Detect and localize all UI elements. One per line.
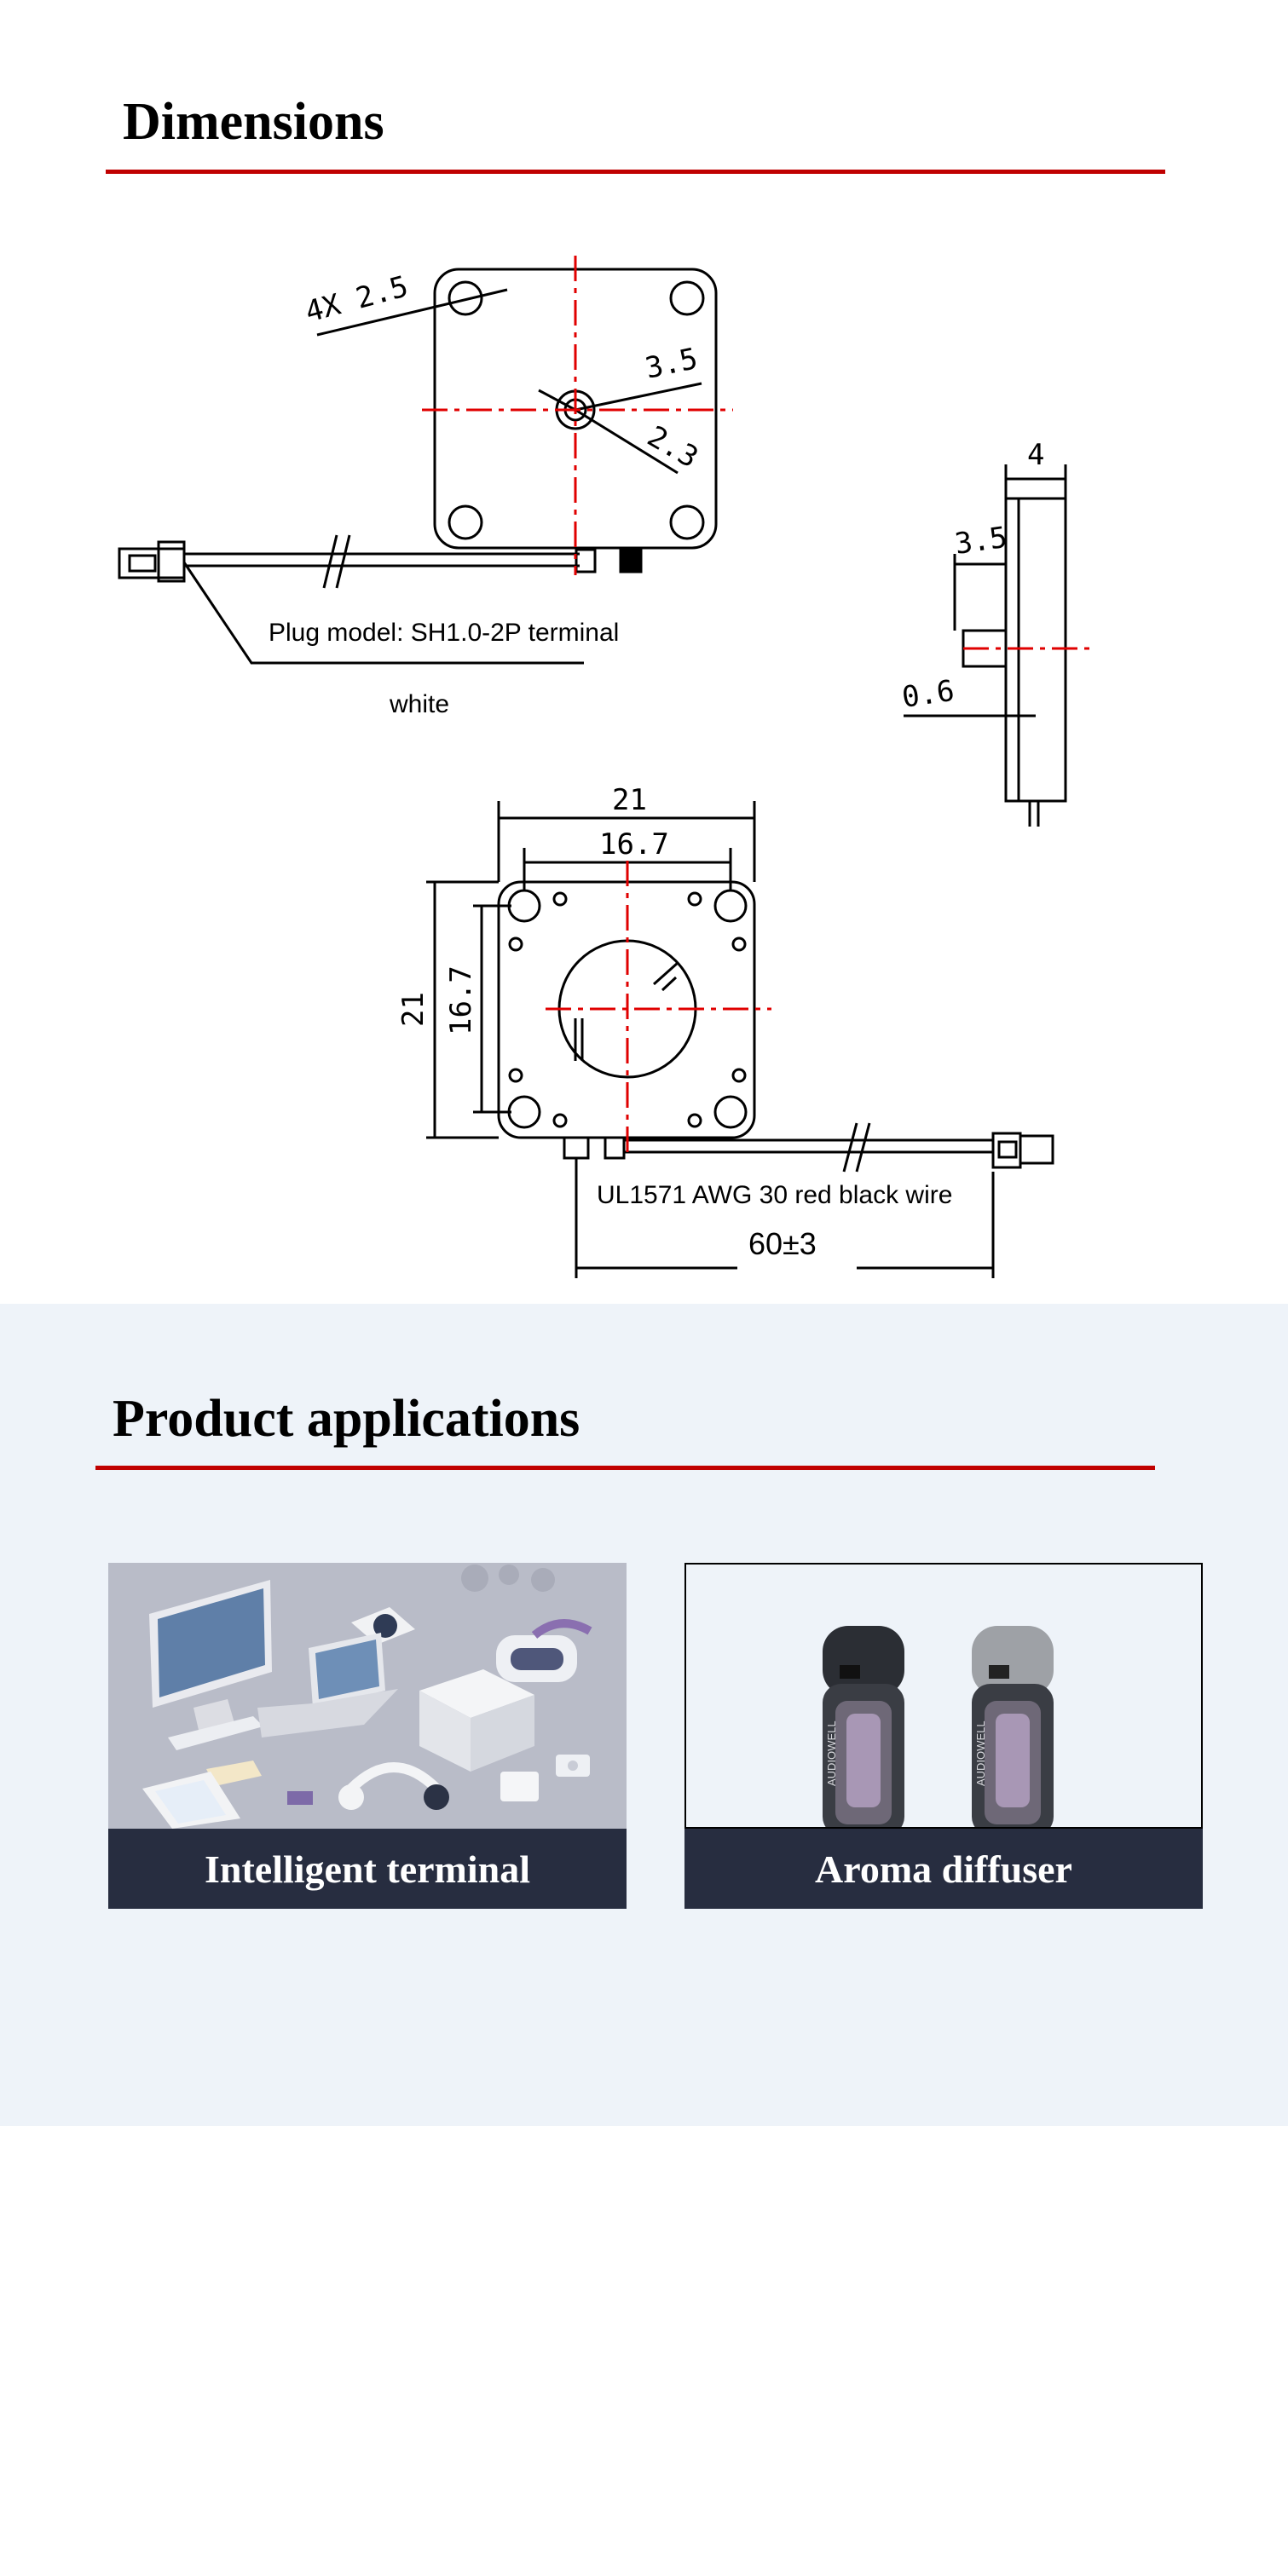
- width-dimension-label: 21: [612, 783, 647, 817]
- shaft-outer-diameter-label: 3.5: [643, 342, 701, 386]
- plug-color-label: white: [389, 690, 449, 718]
- product-applications-section: Product applications: [0, 1304, 1288, 2126]
- applications-title: Product applications: [113, 1390, 580, 1448]
- bottom-view-centerlines: [546, 861, 771, 1155]
- hole-count-label: 4X 2.5: [302, 269, 412, 329]
- applications-title-underline: [95, 1466, 1155, 1470]
- aroma-diffuser-product-photo-icon: AUDIOWELL AUDIOWELL: [684, 1563, 1203, 1829]
- plug-model-label: Plug model: SH1.0-2P terminal: [269, 619, 619, 647]
- dimensions-title: Dimensions: [123, 93, 384, 151]
- shaft-length-label: 3.5: [953, 521, 1009, 562]
- intelligent-terminal-caption: Intelligent terminal: [108, 1829, 627, 1909]
- thickness-label: 4: [1027, 438, 1044, 472]
- hole-spacing-y-label: 16.7: [444, 965, 478, 1035]
- diffuser-brand-left: AUDIOWELL: [825, 1720, 838, 1786]
- diffuser-brand-right: AUDIOWELL: [974, 1720, 987, 1786]
- top-view-drawing: [118, 268, 718, 665]
- plate-thickness-label: 0.6: [900, 674, 956, 715]
- hole-spacing-x-label: 16.7: [599, 827, 669, 862]
- shaft-inner-diameter-label: 2.3: [642, 419, 704, 475]
- dimensions-title-underline: [106, 170, 1165, 174]
- dimension-drawings: 4X 2.5 3.5 2.3 Plug model: SH1.0-2P term…: [118, 256, 1095, 1278]
- electronics-devices-illustration-icon: [108, 1563, 627, 1829]
- aroma-diffuser-caption: Aroma diffuser: [684, 1829, 1203, 1909]
- application-card-intelligent-terminal: Intelligent terminal: [108, 1563, 627, 1909]
- top-view-centerlines: [422, 256, 733, 575]
- height-dimension-label: 21: [396, 992, 430, 1027]
- wire-length-label: 60±3: [748, 1226, 817, 1261]
- application-card-aroma-diffuser: AUDIOWELL AUDIOWELL Aroma diffuser: [684, 1563, 1203, 1909]
- wire-spec-label: UL1571 AWG 30 red black wire: [597, 1181, 952, 1209]
- side-view-drawing: [904, 464, 1067, 827]
